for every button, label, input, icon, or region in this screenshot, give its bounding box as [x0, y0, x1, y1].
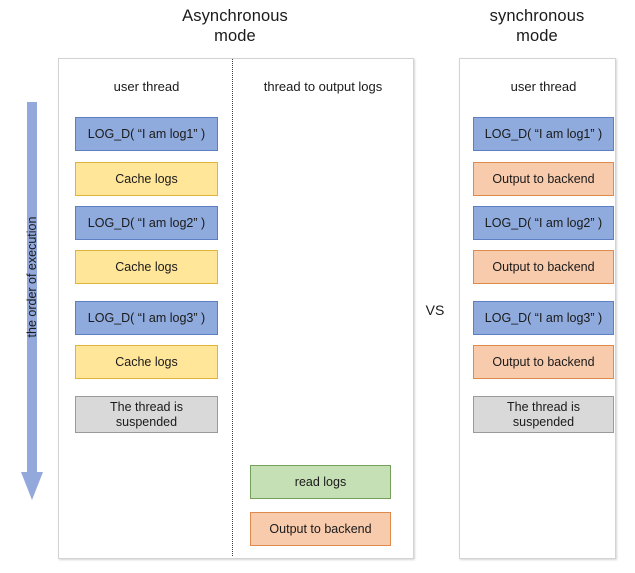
down-arrow-icon: [21, 102, 43, 500]
async-mode-title-line2: mode: [214, 27, 256, 45]
async-step-log1[interactable]: LOG_D( “I am log1” ): [75, 117, 218, 151]
async-output-thread-header: thread to output logs: [263, 79, 383, 94]
sync-user-thread-header: user thread: [510, 79, 577, 94]
async-step-log2[interactable]: LOG_D( “I am log2” ): [75, 206, 218, 240]
async-mode-title: Asynchronous mode: [140, 6, 330, 46]
sync-mode-title: synchronous mode: [447, 6, 627, 46]
async-step-cache1[interactable]: Cache logs: [75, 162, 218, 196]
async-mode-title-line1: Asynchronous: [182, 7, 288, 25]
sync-step-output2[interactable]: Output to backend: [473, 250, 614, 284]
async-step-cache2[interactable]: Cache logs: [75, 250, 218, 284]
sync-step-log1[interactable]: LOG_D( “I am log1” ): [473, 117, 614, 151]
async-step-log3[interactable]: LOG_D( “I am log3” ): [75, 301, 218, 335]
async-step-output-backend[interactable]: Output to backend: [250, 512, 391, 546]
async-step-cache3[interactable]: Cache logs: [75, 345, 218, 379]
async-step-read-logs[interactable]: read logs: [250, 465, 391, 499]
sync-step-output3[interactable]: Output to backend: [473, 345, 614, 379]
sync-step-output1[interactable]: Output to backend: [473, 162, 614, 196]
async-user-thread-header: user thread: [113, 79, 180, 94]
order-of-execution-label: the order of execution: [25, 216, 39, 338]
sync-mode-title-line1: synchronous: [489, 7, 585, 25]
sync-step-log2[interactable]: LOG_D( “I am log2” ): [473, 206, 614, 240]
sync-mode-title-line2: mode: [516, 27, 558, 45]
sync-step-log3[interactable]: LOG_D( “I am log3” ): [473, 301, 614, 335]
column-divider: [232, 59, 233, 556]
vs-label: VS: [425, 302, 445, 318]
